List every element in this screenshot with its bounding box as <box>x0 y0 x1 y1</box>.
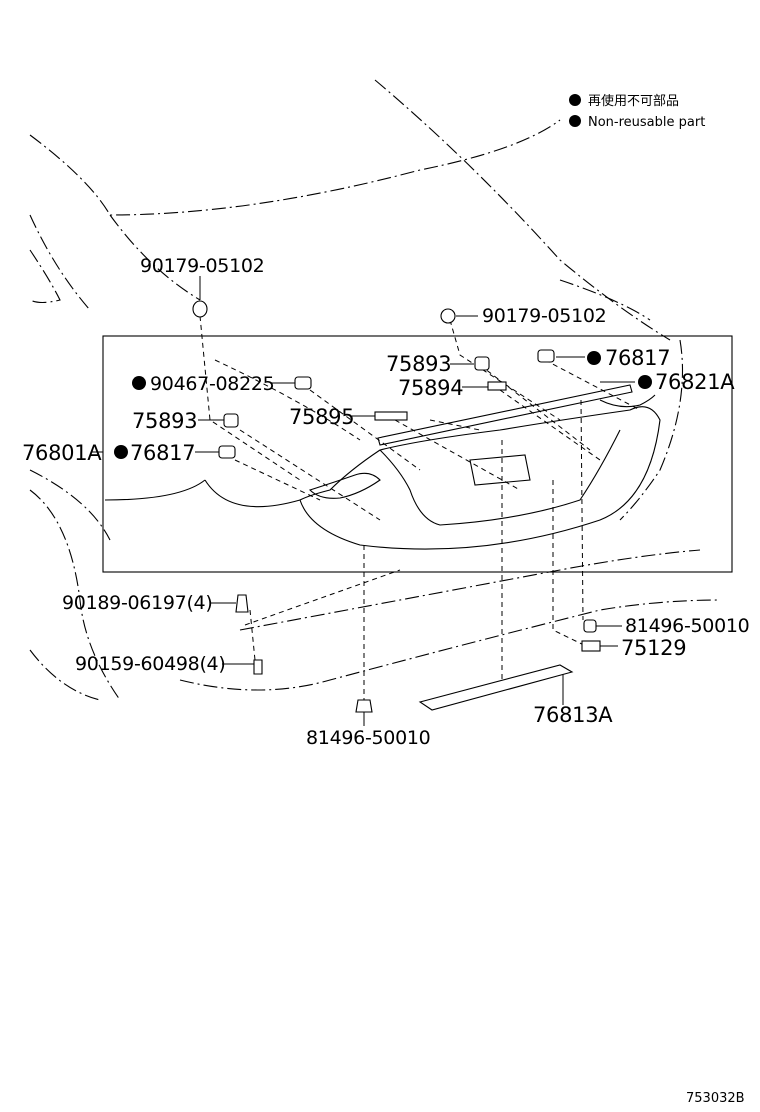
clip-icon <box>355 699 373 713</box>
label-81496-50010-bottom: 81496-50010 <box>306 727 430 749</box>
label-90467-08225: 90467-08225 <box>150 373 274 395</box>
label-leaders <box>92 276 635 726</box>
legend: 再使用不可部品 Non-reusable part <box>569 93 705 130</box>
non-reusable-dot-icon <box>569 94 581 106</box>
label-76801A: 76801A <box>22 441 102 465</box>
label-90179-05102-right: 90179-05102 <box>482 305 606 327</box>
diagram-code: 753032B <box>686 1091 745 1106</box>
non-reusable-dot-icon <box>132 376 146 390</box>
label-90179-05102-top: 90179-05102 <box>140 255 264 277</box>
label-75129: 75129 <box>621 636 686 660</box>
cushion-icon <box>474 356 490 371</box>
legend-en: Non-reusable part <box>588 115 705 130</box>
pad-icon <box>581 640 601 652</box>
label-75894: 75894 <box>398 376 463 400</box>
installation-guide-lines <box>199 315 641 700</box>
non-reusable-dot-icon <box>587 351 601 365</box>
bracket-icon <box>487 381 507 391</box>
part-glyphs <box>192 300 601 713</box>
clip-icon <box>440 308 456 324</box>
clip-icon <box>253 659 263 675</box>
non-reusable-dot-icon <box>638 375 652 389</box>
label-90159-60498: 90159-60498(4) <box>75 653 225 675</box>
non-reusable-dot-icon <box>114 445 128 459</box>
label-76817-left: 76817 <box>130 441 195 465</box>
clip-icon <box>537 349 555 363</box>
clip-icon <box>583 619 597 633</box>
non-reusable-dot-icon <box>569 115 581 127</box>
label-81496-50010-right: 81496-50010 <box>625 615 749 637</box>
label-76821A: 76821A <box>655 370 735 394</box>
legend-jp: 再使用不可部品 <box>588 93 679 109</box>
label-75895: 75895 <box>289 405 354 429</box>
label-75893-left: 75893 <box>132 409 197 433</box>
screw-icon <box>235 594 249 613</box>
label-75893-right: 75893 <box>386 352 451 376</box>
non-reusable-markers <box>114 351 652 459</box>
bracket-icon <box>374 411 408 421</box>
clip-icon <box>218 445 236 459</box>
cushion-icon <box>223 413 239 428</box>
vehicle-body-outline <box>29 79 721 701</box>
clip-icon <box>192 300 208 318</box>
part-labels: 90179-05102 90179-05102 75893 76817 7589… <box>22 255 750 749</box>
garnish-strip-icon <box>418 664 574 711</box>
label-76813A: 76813A <box>533 703 613 727</box>
back-door-garnish <box>104 384 661 550</box>
assembly-frame <box>102 335 733 573</box>
label-76817-right: 76817 <box>605 346 670 370</box>
nut-icon <box>294 376 312 390</box>
label-90189-06197: 90189-06197(4) <box>62 592 212 614</box>
